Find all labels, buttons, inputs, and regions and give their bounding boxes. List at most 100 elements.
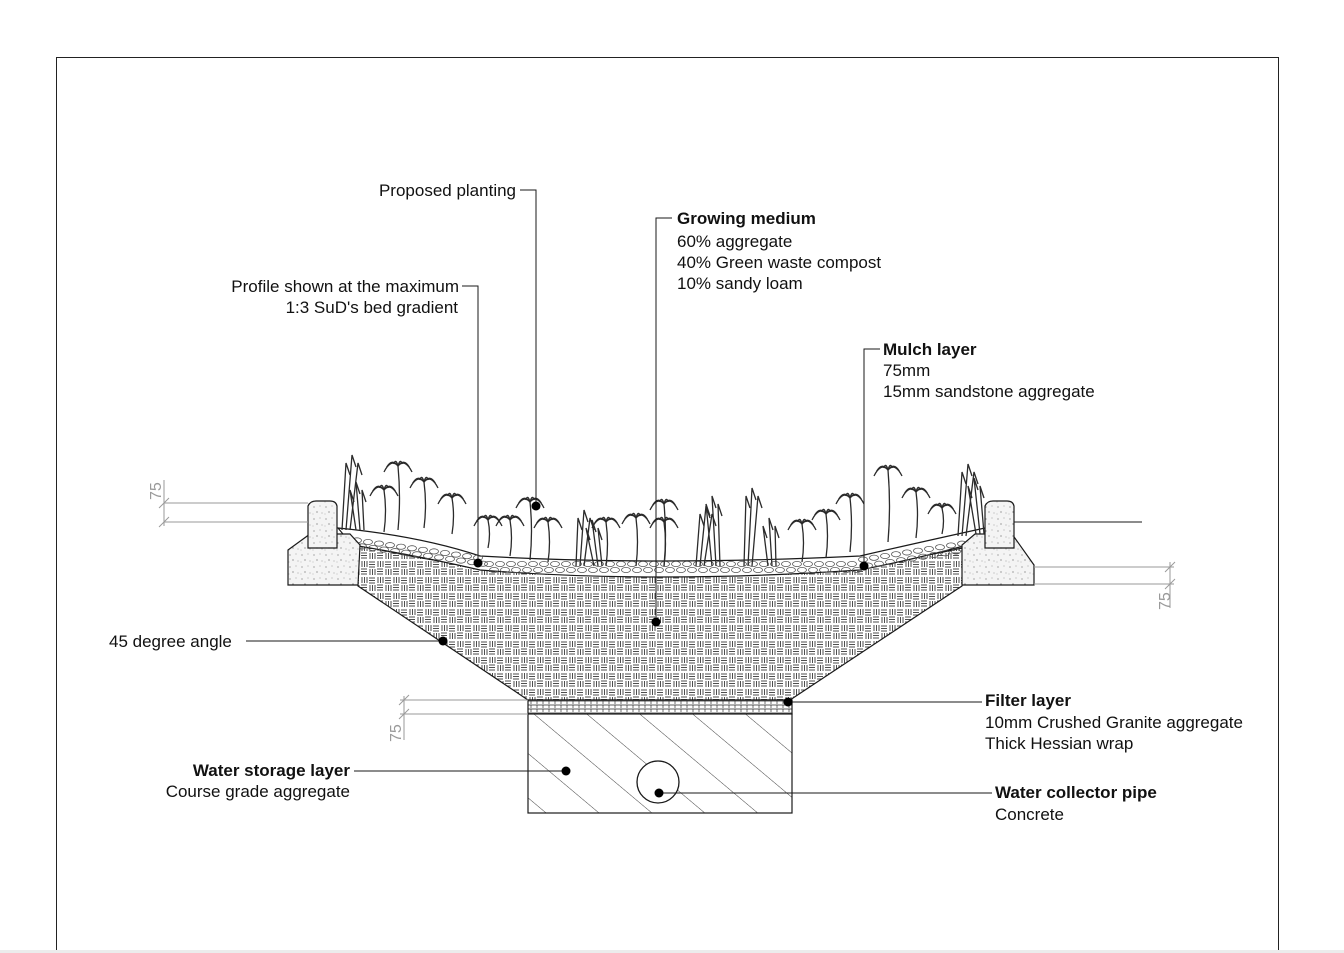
mulch-pebble: [951, 548, 961, 555]
leader-lines: [246, 189, 992, 794]
mulch-pebble: [434, 554, 444, 561]
mulch-pebble: [896, 557, 906, 564]
mulch-pebble: [880, 553, 890, 560]
label-filter-line2: Thick Hessian wrap: [985, 734, 1134, 753]
mulch-pebble: [550, 561, 560, 568]
mulch-pebble: [830, 567, 840, 574]
mulch-pebble: [803, 561, 813, 568]
mulch-pebble: [819, 567, 829, 574]
mulch-pebble: [555, 567, 565, 574]
mulch-pebble: [764, 567, 774, 574]
mulch-pebble: [786, 567, 796, 574]
mulch-pebble: [940, 550, 950, 557]
mulch-pebble: [874, 560, 884, 567]
plant-grass: [967, 477, 985, 535]
mulch-pebble: [401, 549, 411, 556]
mulch-pebble: [588, 567, 598, 574]
mulch-pebble: [814, 561, 824, 568]
mulch-pebble: [742, 567, 752, 574]
mulch-pebble: [770, 561, 780, 568]
mulch-pebble: [665, 567, 675, 574]
leader-dot: [654, 788, 664, 798]
mulch-pebble: [797, 567, 807, 574]
mulch-pebble: [825, 561, 835, 568]
leader-dot: [561, 766, 571, 776]
mulch-pebble: [500, 567, 510, 574]
mulch-pebble: [836, 561, 846, 568]
mulch-pebble: [676, 567, 686, 574]
mulch-pebble: [462, 553, 472, 560]
mulch-pebble: [693, 561, 703, 568]
plant-sedge: [873, 464, 903, 543]
mulch-pebble: [885, 559, 895, 566]
label-filter-line1: 10mm Crushed Granite aggregate: [985, 713, 1243, 732]
mulch-pebble: [583, 561, 593, 568]
mulch-pebble: [924, 545, 934, 552]
mulch-pebble: [528, 561, 538, 568]
mulch-pebble: [792, 561, 802, 568]
label-growing-medium-title: Growing medium: [677, 209, 816, 228]
mulch-pebble: [517, 561, 527, 568]
leader-dot: [473, 558, 483, 568]
leader-dot: [651, 617, 661, 627]
proposed-planting-group: [341, 454, 985, 567]
mulch-pebble: [891, 551, 901, 558]
dimension-filter-text: 75: [388, 724, 405, 742]
plant-sedge: [787, 518, 817, 563]
mulch-pebble: [737, 561, 747, 568]
leader-dots: [438, 501, 869, 798]
dimension-filter: [398, 694, 528, 740]
mulch-pebble: [374, 540, 384, 547]
leader-proposed-planting: [520, 189, 537, 506]
leader-dot: [783, 697, 793, 707]
mulch-pebble: [726, 561, 736, 568]
plant-sedge: [495, 514, 525, 557]
mulch-pebble: [852, 567, 862, 574]
leader-dot: [438, 636, 448, 646]
mulch-pebble: [709, 567, 719, 574]
plant-sedge: [835, 492, 865, 553]
mulch-pebble: [572, 561, 582, 568]
mulch-pebble: [847, 561, 857, 568]
plant-sedge: [649, 516, 679, 567]
label-angle: 45 degree angle: [109, 632, 232, 651]
dimension-right-kerb-text: 75: [1157, 592, 1174, 610]
mulch-pebble: [599, 567, 609, 574]
mulch-pebble: [511, 567, 521, 574]
plant-grass: [762, 517, 780, 567]
label-growing-medium-line1: 60% aggregate: [677, 232, 793, 251]
mulch-pebble: [368, 545, 378, 552]
left-kerb: [307, 500, 338, 549]
mulch-pebble: [654, 567, 664, 574]
mulch-pebble: [423, 552, 433, 559]
mulch-pebble: [682, 561, 692, 568]
dimension-left-kerb-text: 75: [148, 482, 165, 500]
mulch-pebble: [638, 561, 648, 568]
label-storage-line1: Course grade aggregate: [165, 782, 350, 801]
plant-sedge: [649, 498, 679, 567]
plant-sedge: [901, 486, 931, 539]
plant-sedge: [621, 512, 651, 567]
label-profile-line2: 1:3 SuD's bed gradient: [285, 298, 458, 317]
mulch-pebble: [605, 561, 615, 568]
mulch-pebble: [731, 567, 741, 574]
mulch-pebble: [561, 561, 571, 568]
mulch-pebble: [440, 550, 450, 557]
mulch-pebble: [869, 554, 879, 561]
mulch-pebble: [544, 567, 554, 574]
mulch-pebble: [539, 561, 549, 568]
mulch-pebble: [841, 567, 851, 574]
mulch-pebble: [456, 557, 466, 564]
mulch-pebble: [451, 551, 461, 558]
mulch-pebble: [759, 561, 769, 568]
mulch-pebble: [649, 561, 659, 568]
label-growing-medium-line2: 40% Green waste compost: [677, 253, 882, 272]
plant-sedge: [437, 492, 467, 535]
mulch-pebble: [396, 543, 406, 550]
label-pipe-line1: Concrete: [995, 805, 1064, 824]
mulch-pebble: [616, 561, 626, 568]
dimension-left-kerb: [158, 480, 308, 528]
leader-dot: [859, 561, 869, 571]
mulch-pebble: [687, 567, 697, 574]
